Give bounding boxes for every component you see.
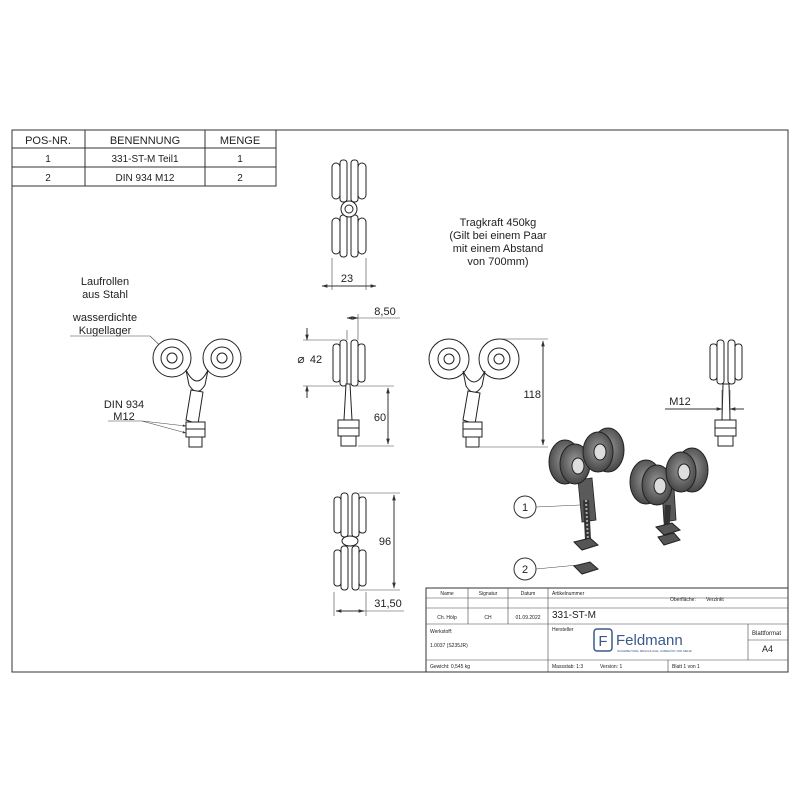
load-note-line1: Tragkraft 450kg [460, 217, 537, 229]
dim-diameter: 42 [310, 354, 322, 366]
isometric-view-2 [629, 447, 709, 546]
nut-note-line2: M12 [113, 411, 134, 423]
tb-surface-value: Verzinkt [706, 597, 724, 603]
bottom-view: 96 31,50 [333, 492, 404, 616]
tb-header-article: Artikelnummer [552, 591, 585, 597]
dim-flange: 8,50 [374, 306, 395, 318]
load-note: Tragkraft 450kg (Gilt bei einem Paar mit… [449, 217, 547, 268]
tb-weight: Gewicht: 0,545 kg [430, 664, 470, 670]
row2-qty: 2 [237, 173, 243, 184]
drawing-frame [11, 129, 789, 673]
diameter-symbol: ⌀ [297, 352, 304, 366]
front-view: 118 [428, 338, 548, 448]
dim-height-bottom: 96 [379, 536, 391, 548]
nut-note-line1: DIN 934 [104, 399, 144, 411]
tb-format: A4 [762, 644, 773, 654]
dim-thread: M12 [669, 396, 690, 408]
svg-text:2: 2 [522, 564, 528, 576]
isometric-view-1 [548, 427, 625, 575]
top-view: 23 [321, 159, 377, 290]
tb-format-label: Blattformat [752, 631, 781, 637]
balloon-2: 2 [513, 557, 579, 581]
load-note-line4: von 700mm) [467, 256, 528, 268]
bearings-note-line1: wasserdichte [72, 312, 137, 324]
svg-text:1: 1 [522, 502, 528, 514]
tb-signature: CH [484, 615, 492, 621]
tb-scale: Massstab: 1:3 [552, 664, 583, 670]
dim-height-total: 118 [523, 389, 541, 401]
row1-pos: 1 [45, 154, 51, 165]
dim-width-bottom: 31,50 [374, 598, 402, 610]
tb-version: Version: 1 [600, 664, 622, 670]
tb-date: 01.09.2022 [515, 615, 540, 621]
tb-header-date: Datum [521, 591, 536, 597]
svg-text:F: F [598, 633, 607, 650]
load-note-line2: (Gilt bei einem Paar [449, 230, 547, 242]
front-view-annotated: Laufrollen aus Stahl wasserdichte Kugell… [70, 276, 242, 448]
dim-height-lower: 60 [374, 412, 386, 424]
title-block: Name Signatur Datum Artikelnummer Oberfl… [425, 587, 789, 673]
tb-article-number: 331-ST-M [552, 610, 596, 621]
row2-name: DIN 934 M12 [116, 173, 175, 184]
tb-sheet: Blatt 1 von 1 [672, 664, 700, 670]
tb-material: 1.0037 (S235JR) [430, 643, 468, 649]
logo-tagline: SCHIEBETORE, BESCHLÄGE, ZUBEHÖR UND MEHR [617, 649, 693, 653]
tb-header-surface: Oberfläche: [670, 597, 696, 603]
parts-list-table: POS-NR. BENENNUNG MENGE 1 331-ST-M Teil1… [11, 129, 277, 187]
dim-width-top: 23 [341, 273, 353, 285]
rollers-note-line1: Laufrollen [81, 276, 129, 288]
right-side-view: M12 [665, 339, 744, 447]
tb-header-name: Name [440, 591, 454, 597]
row1-qty: 1 [237, 154, 243, 165]
feldmann-logo: F Feldmann SCHIEBETORE, BESCHLÄGE, ZUBEH… [593, 628, 693, 653]
tb-header-signature: Signatur [479, 591, 498, 597]
col-header-pos: POS-NR. [25, 135, 71, 147]
tb-manufacturer-label: Hersteller [552, 627, 574, 633]
balloon-1: 1 [513, 495, 581, 519]
bearings-note-line2: Kugellager [79, 325, 132, 337]
logo-text: Feldmann [616, 632, 683, 649]
load-note-line3: mit einem Abstand [453, 243, 544, 255]
col-header-name: BENENNUNG [110, 135, 180, 147]
col-header-qty: MENGE [220, 135, 260, 147]
tb-drawn-by: Ch. Hölp [437, 615, 457, 621]
row1-name: 331-ST-M Teil1 [111, 154, 179, 165]
tb-material-label: Werkstoff: [430, 629, 452, 635]
rollers-note-line2: aus Stahl [82, 289, 128, 301]
side-view: 8,50 ⌀ 42 60 [297, 306, 400, 447]
row2-pos: 2 [45, 173, 51, 184]
